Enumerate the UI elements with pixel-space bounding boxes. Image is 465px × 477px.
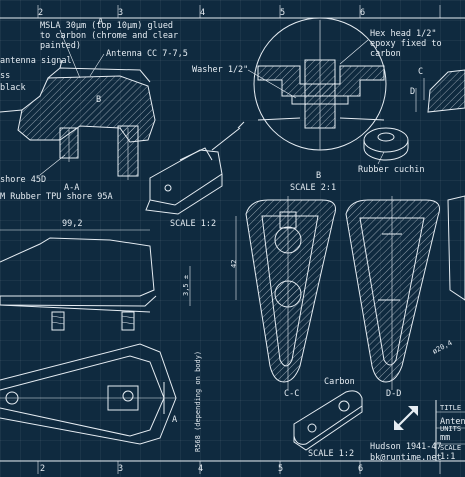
iso-antenna-drawing	[145, 121, 245, 215]
units-value: mm	[440, 433, 450, 443]
detail-b-drawing	[253, 17, 387, 151]
ruler-bottom-6: 6	[358, 464, 363, 474]
scale-top-mid: SCALE 1:2	[170, 219, 216, 229]
ruler-top: 2 3 4 5 6	[0, 5, 465, 19]
scale-bottom: SCALE 1:2	[308, 449, 354, 459]
expand-arrows-icon[interactable]	[394, 406, 418, 430]
label-c-small: C	[418, 67, 423, 77]
partial-right-view	[447, 195, 465, 301]
carbon-part-drawing	[293, 390, 363, 451]
callout-hex-head: Hex head 1/2"	[370, 29, 437, 39]
section-a-bottom-marker: A	[172, 415, 177, 425]
small-section-cd: C D	[410, 67, 465, 113]
ruler-top-3: 3	[118, 8, 123, 18]
ruler-top-6: 6	[360, 8, 365, 18]
callout-ss: ss	[0, 71, 10, 81]
dim-r568: R568 (depending on body)	[194, 351, 202, 452]
section-dd-label: D-D	[386, 389, 401, 399]
rubber-cushion-drawing	[363, 127, 409, 161]
ruler-top-2: 2	[38, 8, 43, 18]
ruler-bottom-2: 2	[40, 464, 45, 474]
section-dd-drawing	[345, 196, 440, 390]
section-aa-label: A-A	[64, 183, 79, 193]
callout-shore-45d: shore 45D	[0, 175, 46, 185]
section-b-marker: B	[96, 95, 101, 105]
label-d-small: D	[410, 87, 415, 97]
callout-antenna-signal: antenna signal	[0, 56, 72, 66]
detail-b-label: B	[316, 171, 321, 181]
callout-black: black	[0, 83, 26, 93]
callout-hex-head-2: epoxy fixed to	[370, 39, 442, 49]
author-email: bk@runtime.net	[370, 453, 442, 463]
ruler-bottom-5: 5	[278, 464, 283, 474]
ruler-top-4: 4	[200, 8, 205, 18]
section-cc-label: C-C	[284, 389, 299, 399]
scale-label: SCALE	[440, 444, 461, 452]
detail-b-scale: SCALE 2:1	[290, 183, 336, 193]
units-label: UNITS	[440, 425, 461, 433]
ruler-bottom: 2 3 4 5 6	[0, 460, 465, 474]
dim-height: 3,5 ±	[182, 275, 190, 296]
scale-value: 1:1	[440, 452, 455, 462]
callout-washer: Washer 1/2"	[192, 65, 248, 75]
ruler-bottom-4: 4	[198, 464, 203, 474]
callout-antenna-cc: Antenna CC 7-7,5	[106, 49, 188, 59]
section-a-top-marker: A	[98, 17, 103, 27]
callout-msla: MSLA 30µm (top 10µm) glued	[40, 21, 173, 31]
title-label: TITLE	[440, 404, 461, 412]
ruler-top-5: 5	[280, 8, 285, 18]
callout-rubber-cuchin: Rubber cuchin	[358, 165, 425, 175]
callout-hex-head-3: carbon	[370, 49, 401, 59]
title-block: TITLE Anten UNITS mm SCALE 1:1	[435, 400, 465, 462]
author-name: Hudson 1941-47	[370, 442, 442, 452]
section-aa-drawing: B A A-A	[0, 17, 156, 193]
ruler-bottom-3: 3	[118, 464, 123, 474]
section-cc-drawing	[235, 196, 336, 390]
dim-42: 42	[230, 260, 238, 268]
callout-carbon: Carbon	[324, 377, 355, 387]
dim-diameter: ø20,4	[431, 339, 453, 356]
dim-width: 99,2	[62, 219, 82, 229]
top-view-drawing	[0, 343, 177, 445]
title-value: Anten	[440, 417, 465, 427]
callout-msla-2: to carbon (chrome and clear	[40, 31, 178, 41]
callout-tpu: M Rubber TPU shore 95A	[0, 192, 113, 202]
side-view-drawing: 99,2	[0, 219, 191, 331]
callout-msla-3: painted)	[40, 41, 81, 51]
